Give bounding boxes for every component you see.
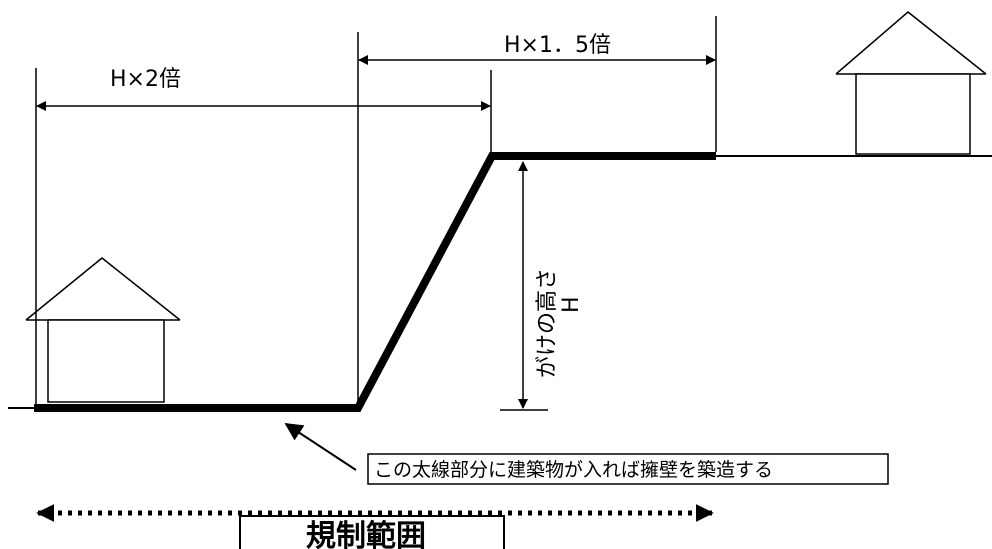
dim-label-1-5x: H×1．5倍 [504,33,611,58]
lower-house-icon [25,257,181,403]
upper-house-icon [835,11,987,155]
callout-text: この太線部分に建築物が入れば擁壁を築造する [374,459,773,481]
dim-label-2x: H×2倍 [110,67,181,92]
cliff-profile-thick-line [34,152,716,412]
height-label-text: がけの高さ [535,268,560,378]
height-label-h: H [559,296,584,313]
regulated-area-bracket [239,515,505,549]
callout-box [367,453,889,485]
regulated-area-label: 規制範囲 [306,519,426,549]
callout-arrow [284,423,357,471]
